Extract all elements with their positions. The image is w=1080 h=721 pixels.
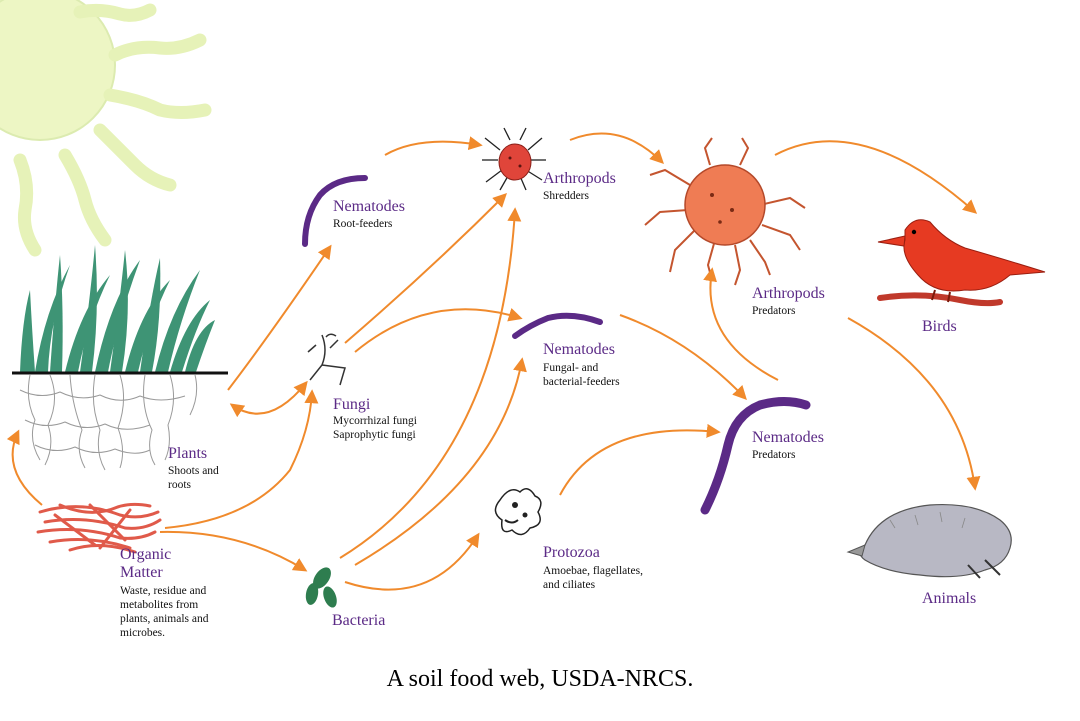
bacteria-label: Bacteria (332, 612, 386, 629)
link-organic-to-fungi (164, 389, 319, 529)
plants-icon (12, 245, 228, 471)
predator-nematodes-description: Predators (752, 449, 796, 461)
link-arth_shred-to-arth_pred (569, 132, 664, 164)
birds-label: Birds (922, 318, 957, 335)
organic-matter-label-line2: Matter (120, 564, 163, 581)
predator-arthropods-description: Predators (752, 305, 796, 317)
root-feeder-nematode-icon (302, 175, 368, 247)
root-feeder-nematodes-description: Root-feeders (333, 218, 393, 230)
link-bacteria-to-arth_shred (339, 207, 522, 559)
link-protozoa-to-nem_pred (559, 423, 721, 496)
link-nem_root-to-arth_shred (384, 136, 483, 156)
predator-nematodes-label: Nematodes (752, 429, 824, 446)
shredder-arthropods-label: Arthropods (543, 170, 616, 187)
animals-label: Animals (922, 590, 977, 607)
organic-matter-icon (36, 502, 162, 554)
fungi-icon (307, 333, 346, 386)
plants-label: Plants (168, 445, 208, 462)
link-fungi-to-nem_fb (354, 307, 523, 353)
link-arth_pred-to-birds (774, 140, 978, 214)
predator-nematode-icon (700, 397, 811, 515)
link-fungi-to-arth_shred (344, 193, 507, 344)
fungi-label: Fungi (333, 396, 371, 413)
root-feeder-nematodes-label: Nematodes (333, 198, 405, 215)
link-organic-to-bacteria (159, 530, 308, 572)
predator-arthropods-label: Arthropods (752, 285, 825, 302)
shredder-arthropod-icon (482, 127, 546, 191)
link-organic-to-plants (6, 429, 43, 506)
sun-icon (0, 0, 212, 257)
protozoa-label: Protozoa (543, 544, 600, 561)
trophic-links (6, 132, 981, 591)
bird-icon (877, 219, 1046, 307)
link-bacteria-to-protozoa (344, 532, 480, 591)
bacteria-icon (305, 567, 337, 608)
mole-icon (846, 503, 1012, 579)
organic-matter-label-line1: Organic (120, 546, 172, 563)
link-nem_pred-to-arth_pred (703, 267, 779, 381)
protozoa-description: Amoebae, flagellates,and ciliates (543, 565, 643, 591)
protozoa-icon (494, 488, 542, 536)
link-arth_pred-to-animals (847, 317, 981, 491)
figure-caption: A soil food web, USDA-NRCS. (386, 666, 694, 692)
predator-arthropod-icon (644, 137, 806, 286)
link-nem_fb-to-nem_pred (619, 314, 747, 401)
shredder-arthropods-description: Shredders (543, 190, 589, 202)
fungal-feeder-nematode-icon (512, 312, 603, 339)
fungal-feeder-nematodes-label: Nematodes (543, 341, 615, 358)
link-plants-to-nem_root (227, 244, 332, 391)
link-plants-to-fungi (229, 380, 308, 418)
link-bacteria-to-nem_fb (354, 357, 527, 566)
